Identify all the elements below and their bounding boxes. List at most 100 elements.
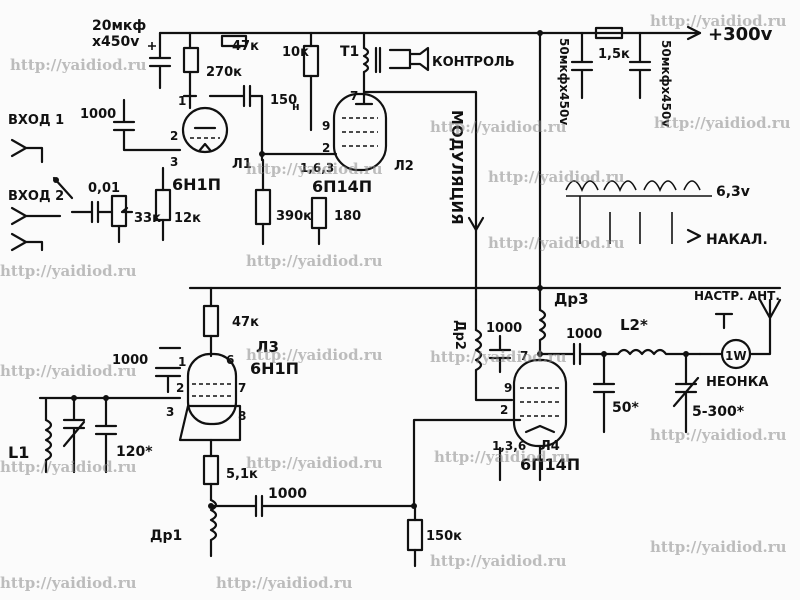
transformer-t1 xyxy=(362,46,382,74)
label-l1: Л1 xyxy=(232,157,252,172)
watermark-12: http://yaidiod.ru xyxy=(0,458,137,476)
label-33k: 33к xyxy=(134,211,161,226)
label-6p14p-2: 6П14П xyxy=(520,455,580,474)
pin-7-l2: 7 xyxy=(350,89,358,103)
control-speaker-icon xyxy=(388,46,430,72)
input-1-jack xyxy=(10,138,44,164)
pin-9-l2: 9 xyxy=(322,119,330,133)
watermark-2: http://yaidiod.ru xyxy=(246,160,383,178)
label-1-5k: 1,5к xyxy=(598,47,630,62)
pin-2-l3: 2 xyxy=(176,381,184,395)
label-neon-w: 1W xyxy=(725,349,747,363)
cap-50uf-b xyxy=(628,31,652,100)
label-150n: н xyxy=(292,100,300,113)
pin-7-l3: 7 xyxy=(238,381,246,395)
pin-9-l4: 9 xyxy=(504,381,512,395)
watermark-8: http://yaidiod.ru xyxy=(0,362,137,380)
label-10k: 10к xyxy=(282,45,309,60)
resistor-150k xyxy=(406,518,424,552)
watermark-18: http://yaidiod.ru xyxy=(430,552,567,570)
cap-50uf-a xyxy=(570,31,594,100)
watermark-10: http://yaidiod.ru xyxy=(430,348,567,366)
watermark-4: http://yaidiod.ru xyxy=(650,12,787,30)
watermark-9: http://yaidiod.ru xyxy=(246,346,383,364)
label-l3: Л3 xyxy=(256,338,279,356)
label-1000-out: 1000 xyxy=(566,327,602,342)
choke-dr2 xyxy=(474,328,514,402)
watermark-7: http://yaidiod.ru xyxy=(488,234,625,252)
tube-l3 xyxy=(186,352,238,426)
label-390k: 390к xyxy=(276,209,312,224)
cap-1000-top xyxy=(112,98,182,152)
label-120: 120* xyxy=(116,444,153,460)
pin-2-l4: 2 xyxy=(500,403,508,417)
label-5-1k: 5,1к xyxy=(226,467,258,482)
cap-1000-out xyxy=(538,342,620,366)
watermark-15: http://yaidiod.ru xyxy=(650,538,787,556)
label-6n1p-2: 6Н1П xyxy=(250,359,299,378)
watermark-11: http://yaidiod.ru xyxy=(650,426,787,444)
label-c20: 20мкф xyxy=(92,18,146,34)
label-270k: 270к xyxy=(206,65,242,80)
label-dr2: Др2 xyxy=(452,320,467,350)
cap-1000-mid xyxy=(209,494,416,518)
label-c50b: 50мкфх450v xyxy=(659,40,673,127)
label-t1: Т1 xyxy=(340,44,359,60)
label-modulation: МОДУЛЯЦИЯ xyxy=(448,110,466,225)
cap-120 xyxy=(94,396,118,474)
watermark-5: http://yaidiod.ru xyxy=(0,262,137,280)
coil-l1 xyxy=(44,418,53,462)
watermark-6: http://yaidiod.ru xyxy=(246,252,383,270)
label-001: 0,01 xyxy=(88,181,120,196)
antenna-icon xyxy=(698,298,782,356)
label-c20v: х450v xyxy=(92,34,139,50)
resistor-47k-top xyxy=(220,34,248,48)
label-150: 150 xyxy=(270,93,297,108)
watermark-3: http://yaidiod.ru xyxy=(488,168,625,186)
supply-label: +300v xyxy=(708,24,773,45)
label-6n1p-1: 6Н1П xyxy=(172,175,221,194)
watermark-16: http://yaidiod.ru xyxy=(0,574,137,592)
label-l2-coil: L2* xyxy=(620,316,648,334)
tube-l2 xyxy=(332,92,388,172)
watermark-1: http://yaidiod.ru xyxy=(10,56,147,74)
label-150k: 150к xyxy=(426,529,462,544)
resistor-5-1k xyxy=(202,454,220,486)
label-5-300: 5-300* xyxy=(692,404,745,420)
pin-3-l1: 3 xyxy=(170,155,178,169)
label-input-1: ВХОД 1 xyxy=(8,113,64,128)
label-1000-mid: 1000 xyxy=(268,486,307,502)
watermark-17: http://yaidiod.ru xyxy=(216,574,353,592)
label-input-2: ВХОД 2 xyxy=(8,189,64,204)
input-2-jack xyxy=(10,206,62,226)
label-12k: 12к xyxy=(174,211,201,226)
variable-cap-5-300 xyxy=(672,352,700,434)
label-control: КОНТРОЛЬ xyxy=(432,55,515,70)
pin-8-l3: 8 xyxy=(238,409,246,423)
watermark-13: http://yaidiod.ru xyxy=(246,454,383,472)
label-1000-l3: 1000 xyxy=(112,353,148,368)
label-6p14p-1: 6П14П xyxy=(312,177,372,196)
pin-7-l4: 7 xyxy=(520,349,528,363)
watermark-14: http://yaidiod.ru xyxy=(434,448,571,466)
label-ant: НАСТР. АНТ. xyxy=(694,289,780,303)
cap-001 xyxy=(70,200,114,224)
cap-50 xyxy=(592,352,616,434)
resistor-390k xyxy=(254,188,272,226)
label-1000-dr2: 1000 xyxy=(486,321,522,336)
label-l2: Л2 xyxy=(394,159,414,174)
tube-l1 xyxy=(181,106,229,154)
resistor-1-5k xyxy=(594,26,624,40)
cap-150n xyxy=(208,84,264,162)
label-dr3: Др3 xyxy=(554,290,589,308)
label-heater: НАКАЛ. xyxy=(706,232,768,248)
label-47k-l3: 47к xyxy=(232,315,259,330)
label-heater-v: 6,3v xyxy=(716,184,750,200)
pin-1-l1: 1 xyxy=(178,94,186,108)
watermark-20: http://yaidiod.ru xyxy=(430,118,567,136)
resistor-180 xyxy=(310,196,328,230)
label-neon: НЕОНКА xyxy=(706,375,768,390)
cap-20uf xyxy=(148,31,172,90)
